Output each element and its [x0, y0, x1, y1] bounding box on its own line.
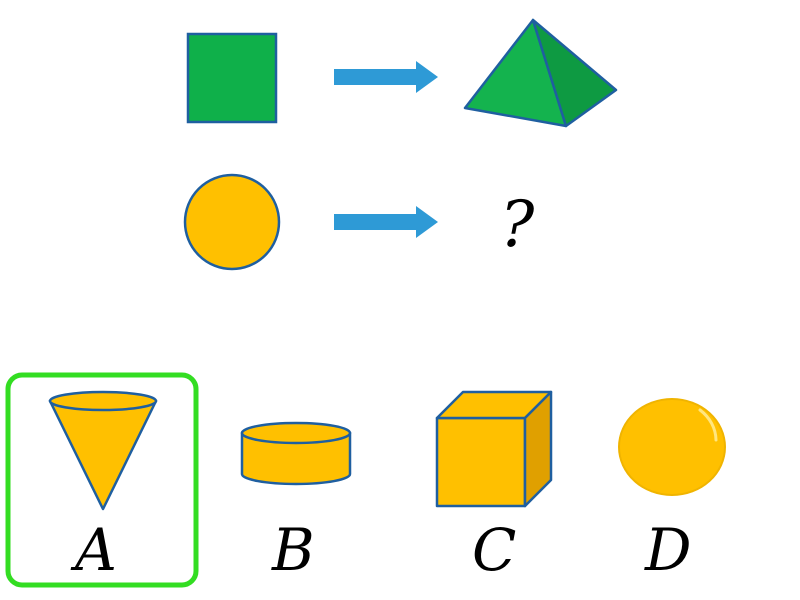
- arrow-right-icon: [334, 206, 438, 238]
- arrow-right-icon: [334, 61, 438, 93]
- option-label: C: [472, 516, 516, 584]
- option-label: A: [70, 516, 117, 584]
- sphere-icon: [618, 398, 726, 496]
- selection-highlight: [5, 372, 199, 588]
- square-icon: [186, 32, 278, 124]
- circle-icon: [183, 173, 281, 271]
- question-mark: ?: [500, 188, 535, 262]
- option-b[interactable]: B: [240, 421, 352, 584]
- cylinder-icon: [240, 421, 352, 486]
- option-a[interactable]: A: [5, 372, 199, 588]
- option-d[interactable]: D: [618, 398, 726, 584]
- option-label: D: [644, 516, 692, 584]
- cone-icon: [48, 390, 158, 511]
- cube-icon: [435, 390, 553, 508]
- pyramid-icon: [463, 18, 618, 128]
- option-c[interactable]: C: [435, 390, 553, 584]
- option-label: B: [271, 516, 315, 584]
